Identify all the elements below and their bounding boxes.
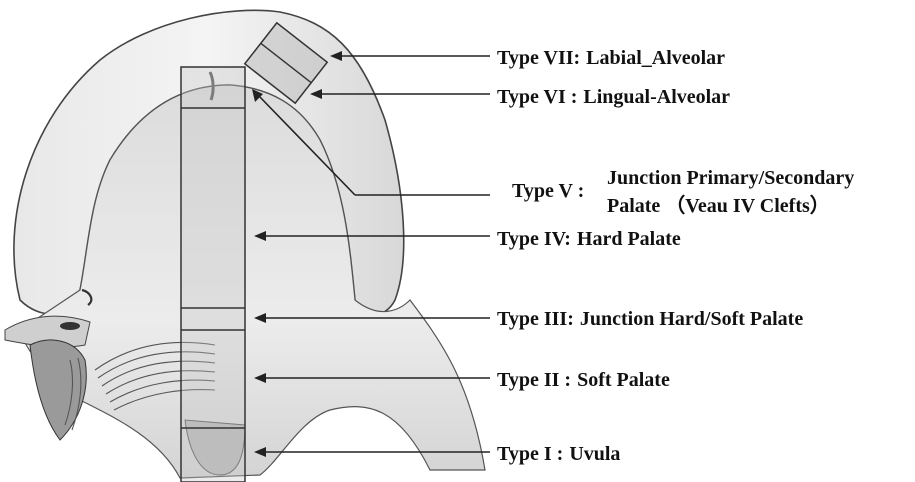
type-v-label: Type V : bbox=[512, 180, 584, 202]
type-labels: Type VII:Labial_Alveolar Type VI :Lingua… bbox=[497, 47, 854, 465]
pterygoid-region bbox=[30, 340, 86, 440]
type-ii-label: Type II :Soft Palate bbox=[497, 369, 670, 391]
palate-illustration bbox=[5, 10, 485, 482]
type-iv-label: Type IV:Hard Palate bbox=[497, 228, 681, 250]
type-vii-label: Type VII:Labial_Alveolar bbox=[497, 47, 725, 69]
type-v-name-line2: Palate （Veau IV Clefts） bbox=[607, 194, 830, 217]
type-i-label: Type I :Uvula bbox=[497, 443, 620, 465]
type-v-name-line1: Junction Primary/Secondary bbox=[607, 167, 854, 189]
posterior-dark-spot bbox=[60, 322, 80, 330]
type-vi-label: Type VI :Lingual-Alveolar bbox=[497, 86, 730, 108]
midline-column bbox=[181, 67, 245, 482]
type-iii-label: Type III:Junction Hard/Soft Palate bbox=[497, 308, 803, 330]
